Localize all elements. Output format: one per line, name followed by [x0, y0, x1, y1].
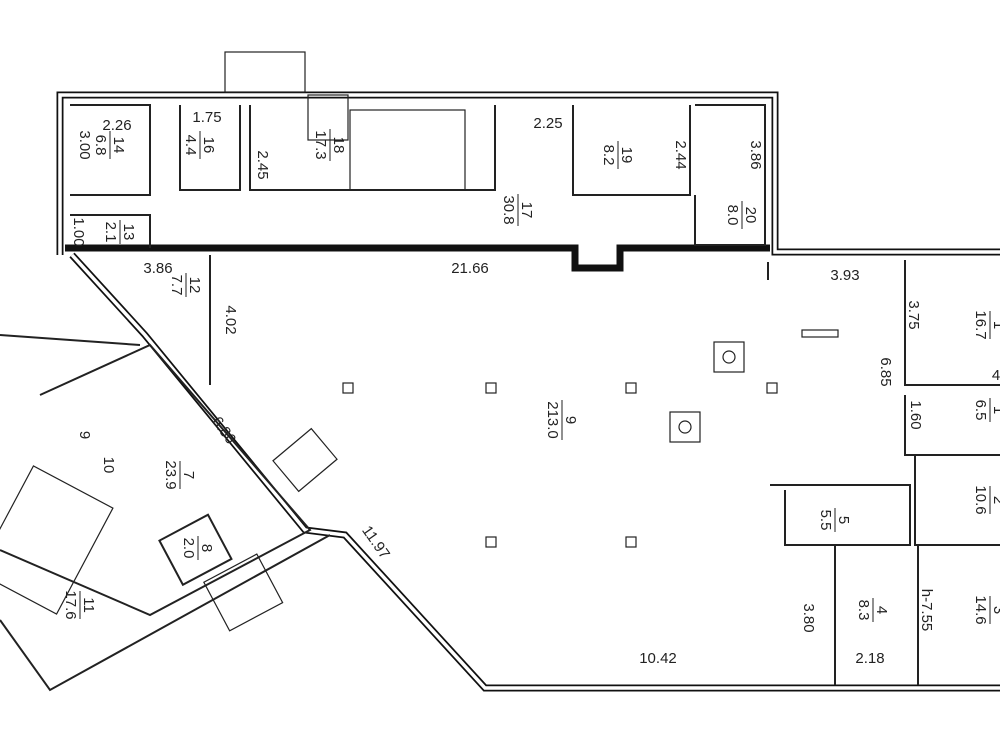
dim: 3.00: [76, 130, 93, 159]
svg-text:8: 8: [198, 544, 215, 552]
dim: 21.66: [451, 260, 489, 277]
dim: 3.86: [747, 140, 764, 169]
svg-text:5: 5: [835, 516, 852, 524]
svg-text:10.6: 10.6: [972, 485, 989, 514]
dim: 1.60: [907, 400, 924, 429]
dim: 3.93: [830, 267, 859, 284]
svg-text:2: 2: [990, 496, 1000, 504]
room-3: 314.6: [972, 595, 1000, 624]
dim: 4: [992, 367, 1000, 384]
svg-text:4.4: 4.4: [182, 135, 199, 156]
room-2: 210.6: [972, 485, 1000, 514]
svg-text:14: 14: [110, 137, 127, 154]
svg-text:14.6: 14.6: [972, 595, 989, 624]
dim: 6.85: [877, 357, 894, 386]
svg-text:1: 1: [990, 406, 1000, 414]
svg-text:2.0: 2.0: [180, 538, 197, 559]
dim: h-7.55: [918, 589, 935, 632]
svg-text:9: 9: [562, 416, 579, 424]
svg-text:6.5: 6.5: [972, 400, 989, 421]
svg-text:19: 19: [618, 147, 635, 164]
room-7: 723.9: [162, 460, 197, 489]
dim: 1.00: [70, 217, 87, 246]
dim: 4.02: [222, 305, 239, 334]
dim: 2.44: [672, 140, 689, 169]
room-12: 127.7: [168, 273, 203, 297]
room-14: 146.8: [92, 131, 127, 159]
dim: 3.75: [905, 300, 922, 329]
svg-text:4: 4: [873, 606, 890, 614]
svg-text:2.1: 2.1: [102, 222, 119, 243]
dim: 2.26: [102, 117, 131, 134]
svg-text:213.0: 213.0: [544, 401, 561, 439]
svg-text:13: 13: [120, 224, 137, 241]
dim: 2.45: [254, 150, 271, 179]
dim: 2.18: [855, 650, 884, 667]
svg-text:7: 7: [180, 471, 197, 479]
room-16: 164.4: [182, 131, 217, 159]
room-8: 82.0: [180, 536, 215, 560]
dim: 10.42: [639, 650, 677, 667]
walls: [0, 51, 1000, 692]
svg-text:1: 1: [990, 321, 1000, 329]
svg-text:7.7: 7.7: [168, 275, 185, 296]
room-10-label: 10: [100, 457, 117, 474]
svg-text:30.8: 30.8: [500, 195, 517, 224]
room-19: 198.2: [600, 141, 635, 169]
svg-text:18: 18: [330, 137, 347, 154]
svg-text:20: 20: [742, 207, 759, 224]
columns: [342, 329, 839, 548]
svg-text:17.6: 17.6: [62, 590, 79, 619]
dim: 1.75: [192, 109, 221, 126]
dim: 2.25: [533, 115, 562, 132]
room-9-label: 9: [76, 431, 93, 439]
svg-text:17: 17: [518, 202, 535, 219]
room-1b: 16.5: [972, 398, 1000, 422]
room-1a: 116.7: [972, 310, 1000, 339]
svg-text:8.3: 8.3: [855, 600, 872, 621]
room-5: 55.5: [817, 508, 852, 532]
dim: 3.86: [143, 260, 172, 277]
svg-text:12: 12: [186, 277, 203, 294]
svg-text:8.2: 8.2: [600, 145, 617, 166]
svg-text:6.8: 6.8: [92, 135, 109, 156]
room-20: 208.0: [724, 201, 759, 229]
svg-text:16.7: 16.7: [972, 310, 989, 339]
svg-text:5.5: 5.5: [817, 510, 834, 531]
svg-text:17.3: 17.3: [312, 130, 329, 159]
svg-text:23.9: 23.9: [162, 460, 179, 489]
dim: 3.80: [800, 603, 817, 632]
room-13: 132.1: [102, 220, 137, 244]
svg-text:8.0: 8.0: [724, 205, 741, 226]
svg-text:16: 16: [200, 137, 217, 154]
room-4: 48.3: [855, 598, 890, 622]
svg-text:11: 11: [80, 597, 97, 613]
svg-text:3: 3: [990, 606, 1000, 614]
